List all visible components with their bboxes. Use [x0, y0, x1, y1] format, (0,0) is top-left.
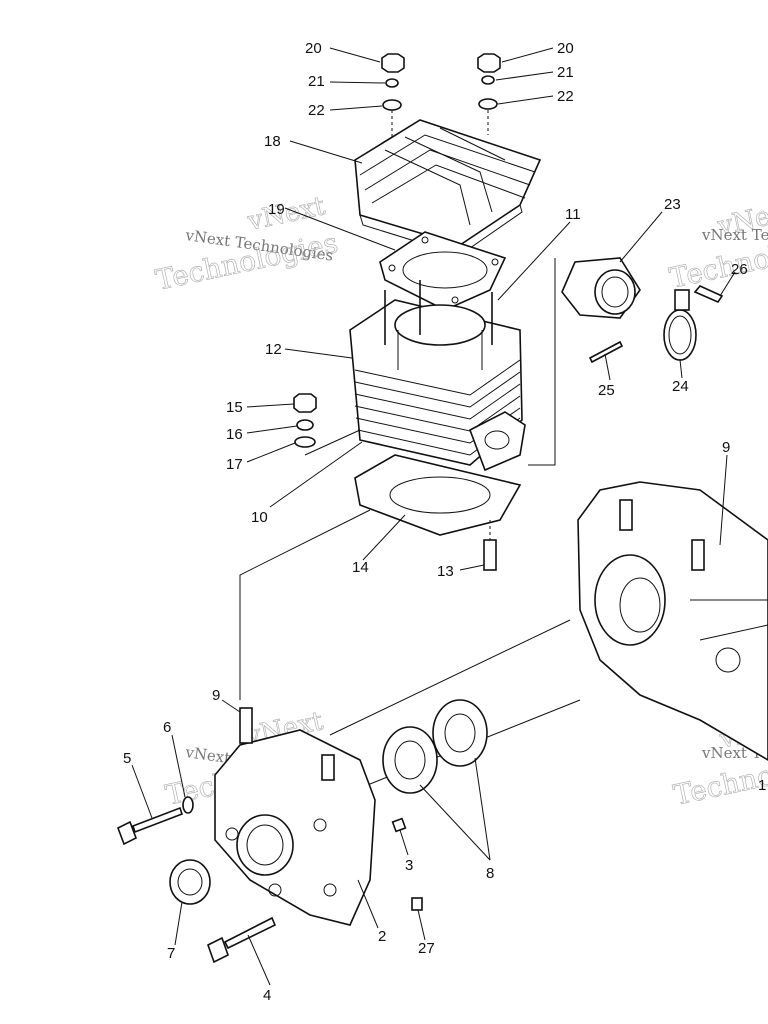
callout-20-left: 20	[305, 40, 322, 57]
head-nut-stack-right	[477, 53, 501, 135]
head-gasket	[379, 231, 507, 311]
callout-2: 2	[378, 928, 386, 945]
cylinder-block	[349, 280, 526, 472]
callout-26: 26	[731, 261, 748, 278]
callout-4: 4	[263, 987, 271, 1004]
drain-plug	[411, 897, 423, 911]
callout-21-right: 21	[557, 64, 574, 81]
callout-labels: 20 21 22 20 21 22 18 19 11 23 26 12 25 2…	[123, 40, 766, 1004]
oil-seal	[169, 859, 211, 905]
callout-16: 16	[226, 426, 243, 443]
case-bolt-lower	[207, 916, 277, 964]
callout-6: 6	[163, 719, 171, 736]
callout-18: 18	[264, 133, 281, 150]
callout-20-right: 20	[557, 40, 574, 57]
head-nut-stack-left	[381, 53, 405, 140]
left-crankcase	[214, 707, 376, 926]
main-bearings	[382, 699, 488, 794]
adapter-screw	[588, 340, 624, 364]
cylinder-head	[354, 119, 542, 256]
case-dowel	[391, 817, 407, 833]
callout-9-left: 9	[212, 687, 220, 704]
right-crankcase	[577, 481, 768, 761]
callout-13: 13	[437, 563, 454, 580]
callout-23: 23	[664, 196, 681, 213]
callout-10: 10	[251, 509, 268, 526]
dowel-pin	[483, 520, 497, 571]
callout-7: 7	[167, 945, 175, 962]
callout-27: 27	[418, 940, 435, 957]
callout-12: 12	[265, 341, 282, 358]
callout-leaders	[131, 47, 736, 986]
callout-25: 25	[598, 382, 615, 399]
callout-19: 19	[268, 201, 285, 218]
callout-11: 11	[565, 206, 581, 223]
callout-14: 14	[352, 559, 369, 576]
callout-3: 3	[405, 857, 413, 874]
callout-8: 8	[486, 865, 494, 882]
callout-1: 1	[758, 777, 766, 794]
callout-22-right: 22	[557, 88, 574, 105]
cylinder-nut-stack	[293, 393, 317, 448]
intake-adapter	[561, 257, 641, 319]
case-bolt-upper	[116, 806, 184, 846]
callout-5: 5	[123, 750, 131, 767]
watermark-brand-2: vNext Technologies	[701, 226, 768, 244]
bolt-washer	[182, 796, 194, 814]
callout-15: 15	[226, 399, 243, 416]
callout-9-right: 9	[722, 439, 730, 456]
callout-22-left: 22	[308, 102, 325, 119]
clamp-screw	[693, 285, 724, 304]
hose-clamp	[663, 289, 697, 361]
callout-24: 24	[672, 378, 689, 395]
callout-21-left: 21	[308, 73, 325, 90]
callout-17: 17	[226, 456, 243, 473]
base-gasket	[354, 454, 522, 536]
